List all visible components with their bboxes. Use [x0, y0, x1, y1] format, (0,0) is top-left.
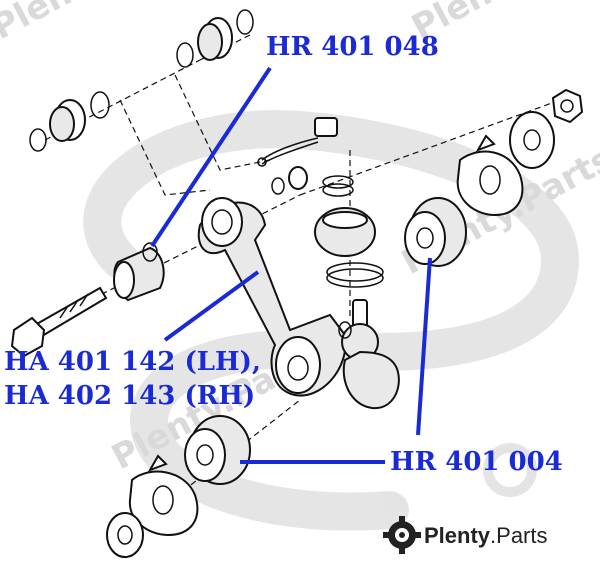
watermark-logo [83, 110, 580, 531]
right-nut [551, 88, 584, 124]
leader-line-upper-bushing [150, 66, 272, 248]
right-mount-bracket [456, 134, 524, 217]
right-washer [509, 111, 555, 169]
upper-small-bushing [271, 166, 308, 195]
part-label-control-arm-lh: HA 401 142 (LH), [4, 347, 261, 377]
ball-joint-upper-rubber [314, 207, 384, 288]
right-bushing [404, 197, 467, 267]
leader-line-control-arm [163, 270, 260, 342]
part-label-lower-bushing: HR 401 004 [390, 447, 563, 477]
lower-bushing [184, 415, 251, 485]
bolt [10, 286, 108, 358]
part-label-upper-bushing: HR 401 048 [266, 32, 439, 62]
control-arm [197, 197, 347, 397]
leader-line-right-bushing [416, 257, 432, 436]
brand-name: Plenty.Parts [424, 523, 548, 548]
brand-logo: Plenty.Parts [383, 516, 548, 554]
brand-name-bold: Plenty [424, 523, 491, 548]
inner-bushing [113, 242, 165, 302]
watermark-text-corner: Plenty.Parts [0, 0, 209, 48]
cotter-pin-and-nut [257, 117, 354, 197]
brand-name-rest: .Parts [490, 523, 547, 548]
lower-washer [106, 512, 144, 558]
ball-joint [338, 299, 400, 410]
gear-disc-icon [383, 516, 421, 554]
top-bushing-assembly [29, 9, 254, 152]
part-label-control-arm-rh: HA 402 143 (RH) [4, 381, 255, 411]
